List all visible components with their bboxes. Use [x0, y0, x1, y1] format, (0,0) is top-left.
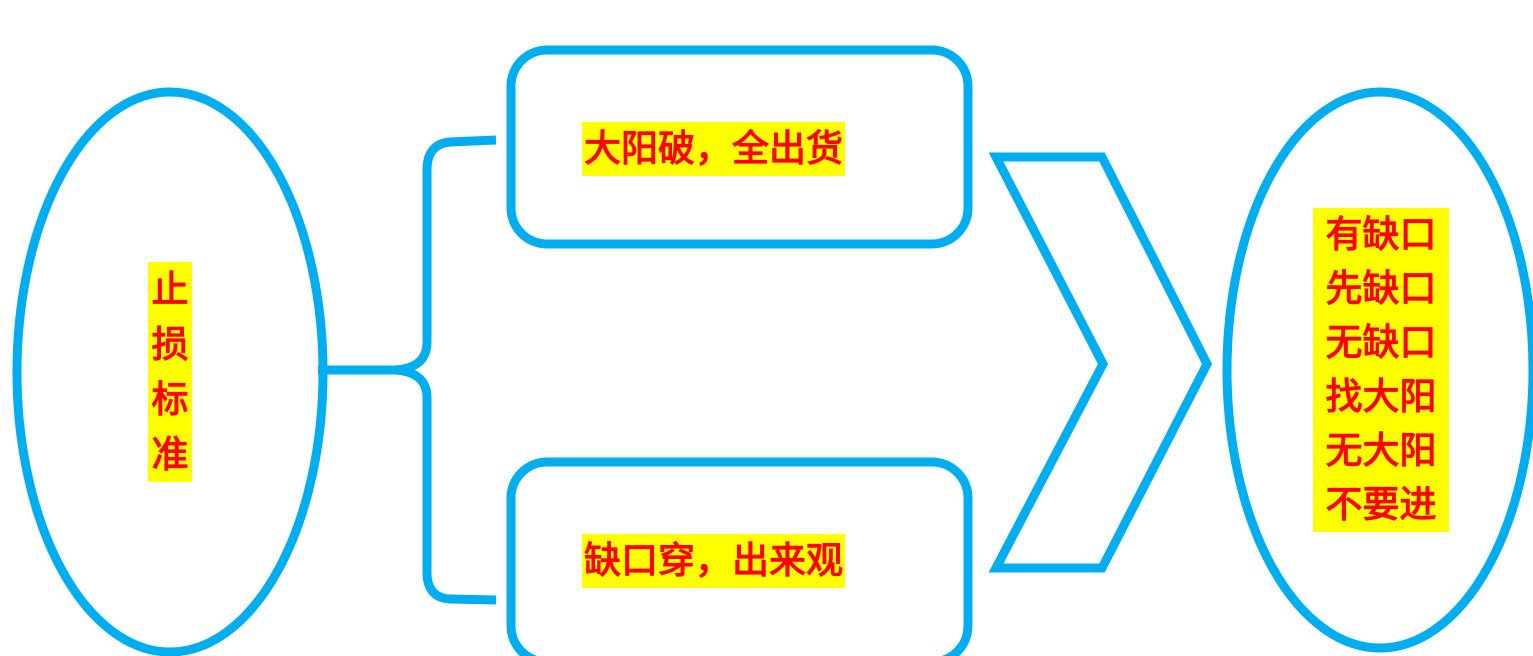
top-box — [506, 45, 973, 249]
chevron-arrow — [988, 152, 1213, 573]
right-oval-line: 有缺口 — [1325, 213, 1437, 256]
left-oval-label: 止损标准 — [148, 262, 192, 482]
right-oval-line: 先缺口 — [1325, 267, 1437, 310]
right-oval-line: 无大阳 — [1325, 429, 1437, 472]
right-oval-line: 不要进 — [1325, 483, 1437, 526]
bottom-box — [506, 457, 973, 656]
right-oval-line: 无缺口 — [1325, 321, 1437, 364]
bottom-box-label: 缺口穿，出来观 — [582, 534, 845, 588]
right-oval-line: 找大阳 — [1325, 375, 1437, 418]
right-oval — [1222, 87, 1533, 653]
left-brace — [318, 135, 497, 605]
top-box-label: 大阳破，全出货 — [582, 122, 845, 176]
right-oval-list: 有缺口 先缺口 无缺口 找大阳 无大阳 不要进 — [1313, 208, 1449, 532]
